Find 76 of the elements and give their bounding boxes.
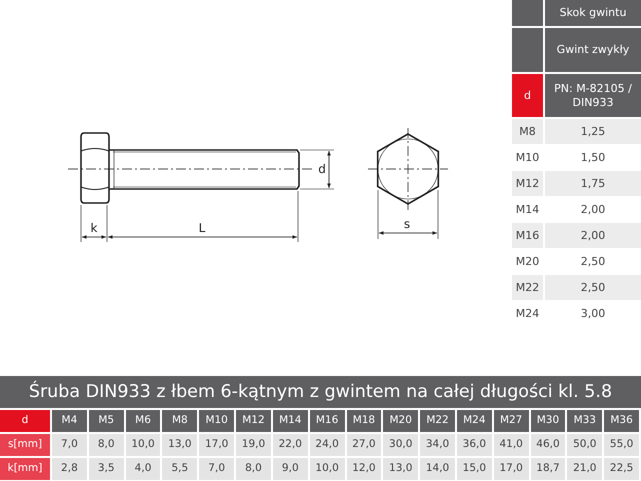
- table-cell-text: 2,00: [580, 202, 606, 218]
- table-cell: 30,0: [383, 434, 418, 456]
- table-cell: 1,75: [545, 171, 641, 196]
- table-cell: 22,5: [604, 458, 639, 480]
- dimension-label: k: [90, 221, 98, 235]
- table-cell: M12: [512, 171, 543, 196]
- table-header: d: [0, 410, 50, 432]
- table-cell-text: M14: [514, 202, 540, 218]
- table-header: M36: [604, 410, 639, 432]
- table-header: d: [512, 74, 543, 117]
- table-cell: 34,0: [420, 434, 455, 456]
- table-cell: 15,0: [456, 458, 492, 480]
- table-header: M20: [383, 410, 418, 432]
- table-header: M33: [567, 410, 602, 432]
- table-cell: 12,0: [346, 458, 382, 480]
- table-header: M8: [162, 410, 198, 432]
- table-cell: 24,0: [310, 434, 344, 456]
- table-cell: 1,25: [545, 119, 641, 144]
- table-cell: 2,8: [52, 458, 87, 480]
- table-cell: 18,7: [530, 458, 566, 480]
- table-cell: 2,00: [545, 223, 641, 248]
- table-header: M16: [310, 410, 344, 432]
- table-cell-text: M24: [514, 306, 540, 322]
- table-cell: 5,5: [162, 458, 198, 480]
- table-cell: 27,0: [346, 434, 382, 456]
- table-header: M10: [199, 410, 234, 432]
- table-cell: M16: [512, 223, 543, 248]
- dimension-label: d: [318, 162, 326, 176]
- table-cell: 7,0: [52, 434, 87, 456]
- table-cell: 21,0: [567, 458, 602, 480]
- dimension-label: L: [198, 221, 206, 235]
- table-header: M12: [236, 410, 271, 432]
- table-header: M4: [52, 410, 87, 432]
- table-cell-text: 2,50: [580, 254, 606, 270]
- table-cell: 17,0: [494, 458, 529, 480]
- table-title: Śruba DIN933 z łbem 6-kątnym z gwintem na całej długości kl. 5.8: [0, 376, 641, 408]
- table-cell-text: M20: [514, 254, 540, 270]
- table-header: Gwint zwykły: [545, 28, 641, 72]
- table-cell: 19,0: [236, 434, 271, 456]
- table-cell: 7,0: [199, 458, 234, 480]
- table-cell: 3,5: [88, 458, 124, 480]
- table-header: M30: [530, 410, 566, 432]
- table-cell: 22,0: [272, 434, 308, 456]
- table-cell: M8: [512, 119, 543, 144]
- table-header: Skok gwintu: [545, 0, 641, 26]
- table-header: M6: [126, 410, 160, 432]
- table-header: s[mm]: [0, 434, 50, 456]
- table-header: M18: [346, 410, 382, 432]
- table-cell: 13,0: [383, 458, 418, 480]
- table-header: M5: [88, 410, 124, 432]
- table-header: M14: [272, 410, 308, 432]
- table-cell-text: 1,50: [580, 150, 606, 166]
- table-cell: 13,0: [162, 434, 198, 456]
- table-header: PN: M-82105 / DIN933: [545, 74, 641, 117]
- table-cell: 10,0: [126, 434, 160, 456]
- dimension-label: s: [404, 217, 410, 231]
- table-cell: 36,0: [456, 434, 492, 456]
- table-cell: 8,0: [236, 458, 271, 480]
- table-cell-text: M10: [514, 150, 540, 166]
- table-cell: 46,0: [530, 434, 566, 456]
- table-cell: 17,0: [199, 434, 234, 456]
- table-cell: 55,0: [604, 434, 639, 456]
- table-cell: 2,50: [545, 275, 641, 300]
- table-header: k[mm]: [0, 458, 50, 480]
- table-cell: 14,0: [420, 458, 455, 480]
- table-header: M22: [420, 410, 455, 432]
- table-cell: 9,0: [272, 458, 308, 480]
- table-cell: 41,0: [494, 434, 529, 456]
- table-cell-text: 3,00: [580, 306, 606, 322]
- table-cell: 8,0: [88, 434, 124, 456]
- table-header: M24: [456, 410, 492, 432]
- table-cell: 10,0: [310, 458, 344, 480]
- table-cell: M22: [512, 275, 543, 300]
- table-cell: 50,0: [567, 434, 602, 456]
- table-header: M27: [494, 410, 529, 432]
- table-cell: 4,0: [126, 458, 160, 480]
